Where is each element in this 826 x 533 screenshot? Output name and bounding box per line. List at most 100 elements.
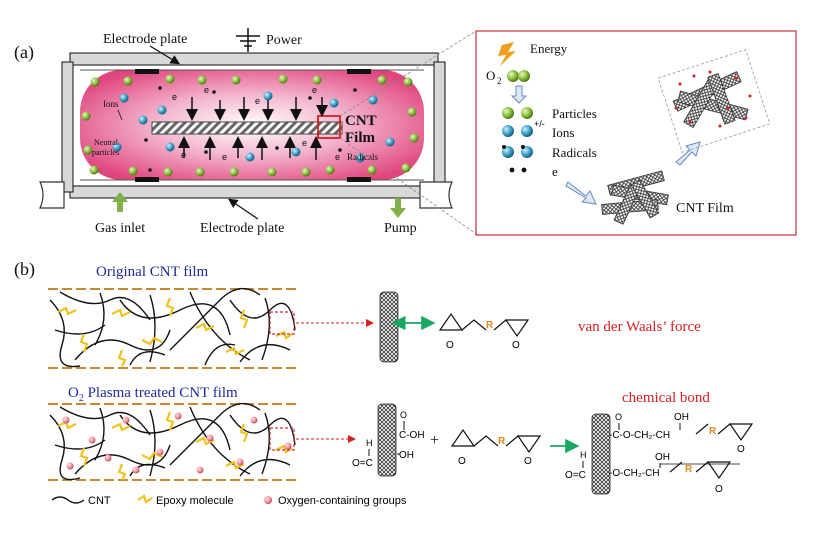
zoom-box-plasma xyxy=(269,427,295,451)
bottom-electrode-label: Electrode plate xyxy=(200,221,284,236)
plasma-treated-cnt-film xyxy=(48,402,356,481)
ester-bottom: -O-CH₂-CH xyxy=(609,468,660,479)
particles-label: Particles xyxy=(552,106,597,121)
right-support xyxy=(419,181,453,209)
epoxy-structure-original: O O R xyxy=(438,312,530,351)
electron-labels: e e e e e e e e xyxy=(172,85,340,162)
oxygen-label: O xyxy=(715,484,723,495)
ions-pointer xyxy=(117,109,123,121)
r-group-label: R xyxy=(709,426,717,437)
e-inset-label: e xyxy=(552,164,558,179)
process-arrow xyxy=(675,141,701,166)
panel-a: (a) Power El xyxy=(14,28,797,236)
vdw-force-label: van der Waals’ force xyxy=(578,319,701,335)
ion-bombardment-arrows xyxy=(178,97,328,160)
electrode-block xyxy=(135,177,159,182)
cooh-label: C-OH xyxy=(399,430,425,441)
cnt-strands xyxy=(49,287,296,368)
dissociation-arrow xyxy=(510,85,528,104)
oc-label: O=C xyxy=(352,458,373,469)
electrons xyxy=(144,86,357,172)
zoom-connector xyxy=(339,137,477,235)
oxygen-label: O xyxy=(458,456,466,467)
e-label: e xyxy=(222,152,227,162)
epoxy-structure-plasma: O O R xyxy=(450,428,542,467)
chemical-bond-label: chemical bond xyxy=(622,390,710,406)
o2-atom xyxy=(518,70,530,82)
ions-inset-label: Ions xyxy=(552,125,574,140)
gas-inlet-arrow xyxy=(112,192,128,212)
oc-label: O=C xyxy=(565,470,586,481)
cnt-film-bar xyxy=(151,121,343,135)
legend: CNT Epoxy molecule Oxygen-containing gro… xyxy=(51,494,407,507)
cooh-groups: O C-OH OH H O=C xyxy=(352,410,425,469)
cnt-label-1: CNT xyxy=(345,113,377,129)
oxygen-label: O xyxy=(512,340,520,351)
product-cnt xyxy=(591,413,611,495)
radicals-inset-label: Radicals xyxy=(552,145,597,160)
process-arrow xyxy=(565,181,597,205)
plus-minus-label: +/- xyxy=(534,119,545,129)
neutral-label-2: particles xyxy=(92,148,119,157)
e-label: e xyxy=(255,96,260,106)
neutral-label-1: Neutral xyxy=(94,138,119,147)
oh-top: OH xyxy=(674,412,689,423)
r-group-label: R xyxy=(685,464,693,475)
zoom-connector xyxy=(339,30,477,117)
legend-epoxy-swatch xyxy=(137,494,153,504)
e-label: e xyxy=(335,152,340,162)
oxygen-label: O xyxy=(737,444,745,455)
r-group-label: R xyxy=(486,320,494,331)
o2-label: O xyxy=(486,68,495,83)
electrode-block xyxy=(347,177,371,182)
bottom-electrode-plate xyxy=(69,185,439,199)
legend-oxygen-label: Oxygen-containing groups xyxy=(278,495,407,507)
pump-arrow xyxy=(390,198,406,218)
h-label: H xyxy=(580,450,587,460)
energy-label: Energy xyxy=(530,41,568,56)
pump-label: Pump xyxy=(384,221,417,236)
oh-bottom: OH xyxy=(655,452,670,463)
top-electrode-label: Electrode plate xyxy=(103,32,187,47)
ester-bonds: O -C-O-CH₂-CH OH R O H O=C -O-CH₂-CH OH xyxy=(565,412,754,495)
ions-label: Ions xyxy=(103,99,119,109)
legend-cnt-swatch xyxy=(51,496,85,504)
oxygen-label: O xyxy=(524,456,532,467)
original-cnt-film xyxy=(48,287,374,369)
o2-atom xyxy=(507,70,519,82)
e-label: e xyxy=(181,150,186,160)
ion-particles xyxy=(112,91,395,163)
gas-inlet-label: Gas inlet xyxy=(95,221,145,236)
electrode-block xyxy=(347,69,371,74)
cnt-film-bundle xyxy=(601,170,669,225)
lightning-icon xyxy=(498,42,516,66)
cnt-film-inset-label: CNT Film xyxy=(676,201,734,216)
electrode-block xyxy=(135,69,159,74)
oh-label: OH xyxy=(399,450,414,461)
bottom-electrode-pointer xyxy=(228,198,259,220)
o-label: O xyxy=(615,412,622,422)
e-label: e xyxy=(204,85,209,95)
top-electrode-plate xyxy=(69,52,439,66)
o-label: O xyxy=(400,410,407,420)
radicals-label: Radicals xyxy=(347,152,378,162)
functionalized-cnt-bundle xyxy=(657,49,771,153)
plus-sign: + xyxy=(430,432,439,449)
e-label: e xyxy=(312,85,317,95)
zoom-box-original xyxy=(269,311,295,335)
oxygen-groups xyxy=(62,412,292,474)
top-electrode-pointer xyxy=(149,45,181,65)
panel-b: (b) Original CNT film xyxy=(14,259,754,507)
cnt-strands xyxy=(49,402,296,481)
panel-b-label: (b) xyxy=(14,259,35,280)
legend-epoxy-label: Epoxy molecule xyxy=(156,495,234,507)
e-label: e xyxy=(302,138,307,148)
plasma-title-rest: Plasma treated CNT film xyxy=(84,385,238,401)
cnt-label-2: Film xyxy=(345,130,375,146)
power-ground-icon xyxy=(236,28,260,52)
ester-top: -C-O-CH₂-CH xyxy=(609,430,670,441)
plasma-title-o: O xyxy=(68,385,79,401)
h-label: H xyxy=(366,438,373,448)
plasma-film-title: O2 Plasma treated CNT film xyxy=(68,385,238,404)
plasma-inset: Energy O 2 Particles +/- Ions Radicals e xyxy=(475,30,797,236)
